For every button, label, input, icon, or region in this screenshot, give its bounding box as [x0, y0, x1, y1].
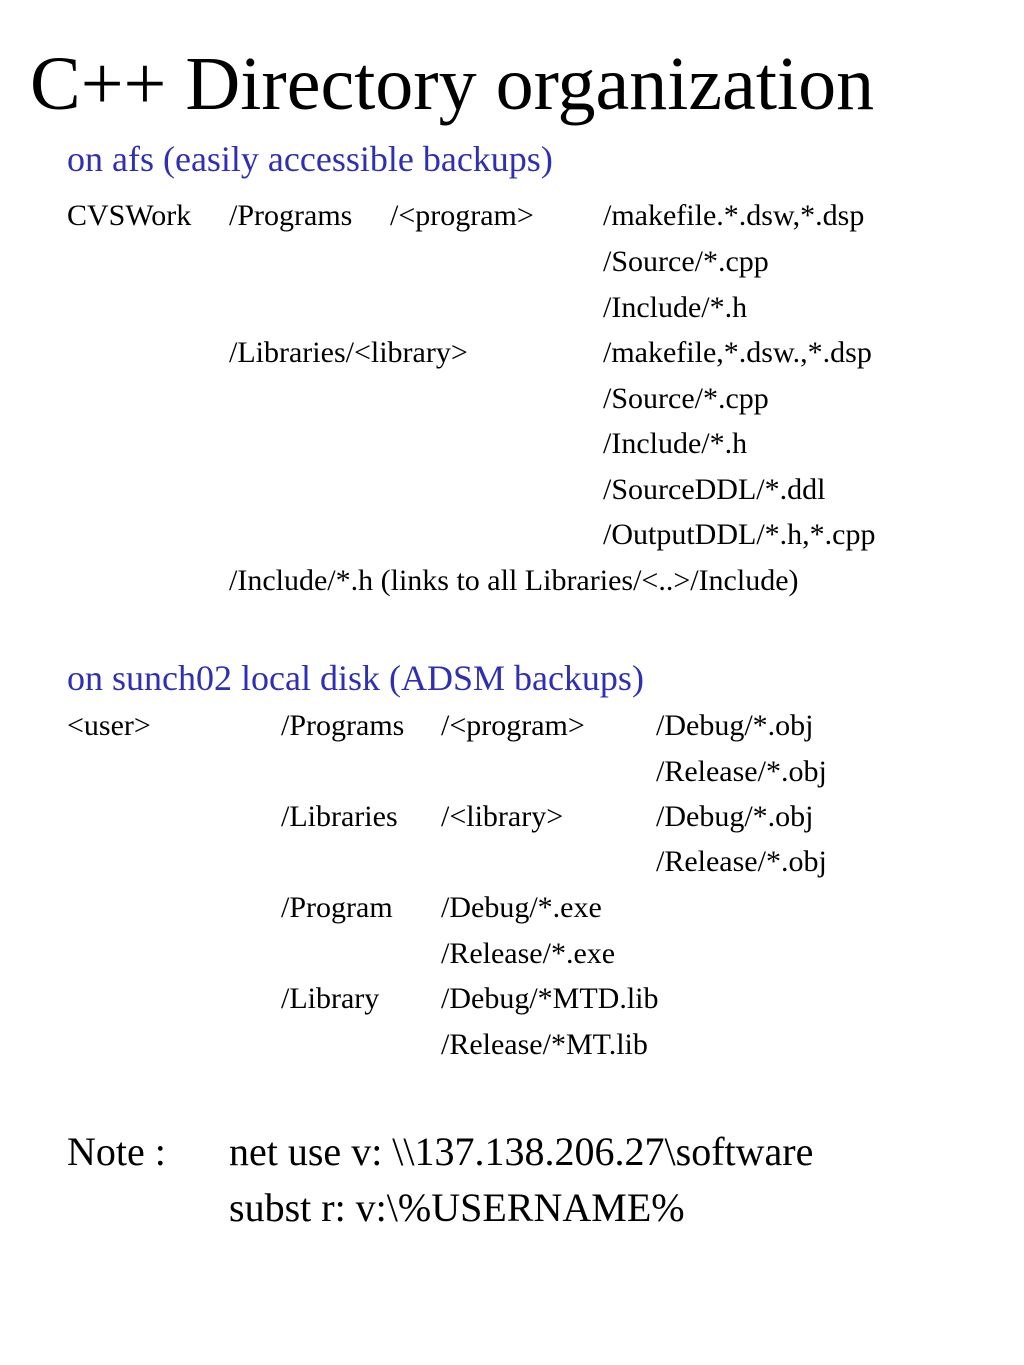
local-program-dir-file: /Release/*.exe: [441, 937, 616, 970]
afs-heading: on afs (easily accessible backups): [67, 139, 553, 179]
afs-library-file: /SourceDDL/*.ddl: [603, 473, 826, 506]
note-line-1: net use v: \\137.138.206.27\software: [229, 1129, 814, 1174]
afs-program: /<program>: [390, 199, 534, 232]
local-heading: on sunch02 local disk (ADSM backups): [67, 658, 644, 698]
local-program-dir: /Program: [281, 891, 393, 924]
local-library: /<library>: [441, 800, 564, 833]
note-label: Note :: [67, 1129, 166, 1174]
local-library-dir: /Library: [281, 982, 380, 1015]
afs-libraries: /Libraries/<library>: [229, 336, 468, 369]
local-library-file: /Debug/*.obj: [656, 800, 814, 833]
afs-library-file: /makefile,*.dsw.,*.dsp: [603, 336, 872, 369]
afs-library-file: /Source/*.cpp: [603, 382, 769, 415]
afs-include-line: /Include/*.h (links to all Libraries/<..…: [229, 564, 799, 597]
local-library-dir-file: /Debug/*MTD.lib: [441, 982, 659, 1015]
afs-library-file: /OutputDDL/*.h,*.cpp: [603, 518, 876, 551]
local-program-dir-file: /Debug/*.exe: [441, 891, 602, 924]
local-library-file: /Release/*.obj: [656, 845, 827, 878]
note-line-2: subst r: v:\%USERNAME%: [229, 1185, 685, 1230]
local-program-file: /Release/*.obj: [656, 755, 827, 788]
local-programs: /Programs: [281, 709, 405, 742]
local-program-file: /Debug/*.obj: [656, 709, 814, 742]
afs-library-file: /Include/*.h: [603, 427, 748, 460]
afs-program-file: /Source/*.cpp: [603, 245, 769, 278]
page-title: C++ Directory organization: [30, 42, 875, 126]
local-libraries: /Libraries: [281, 800, 398, 833]
afs-root: CVSWork: [67, 199, 192, 232]
afs-program-file: /Include/*.h: [603, 291, 748, 324]
afs-program-file: /makefile.*.dsw,*.dsp: [603, 199, 865, 232]
local-program: /<program>: [441, 709, 585, 742]
local-user: <user>: [67, 709, 151, 742]
local-library-dir-file: /Release/*MT.lib: [441, 1028, 648, 1061]
afs-programs: /Programs: [229, 199, 353, 232]
